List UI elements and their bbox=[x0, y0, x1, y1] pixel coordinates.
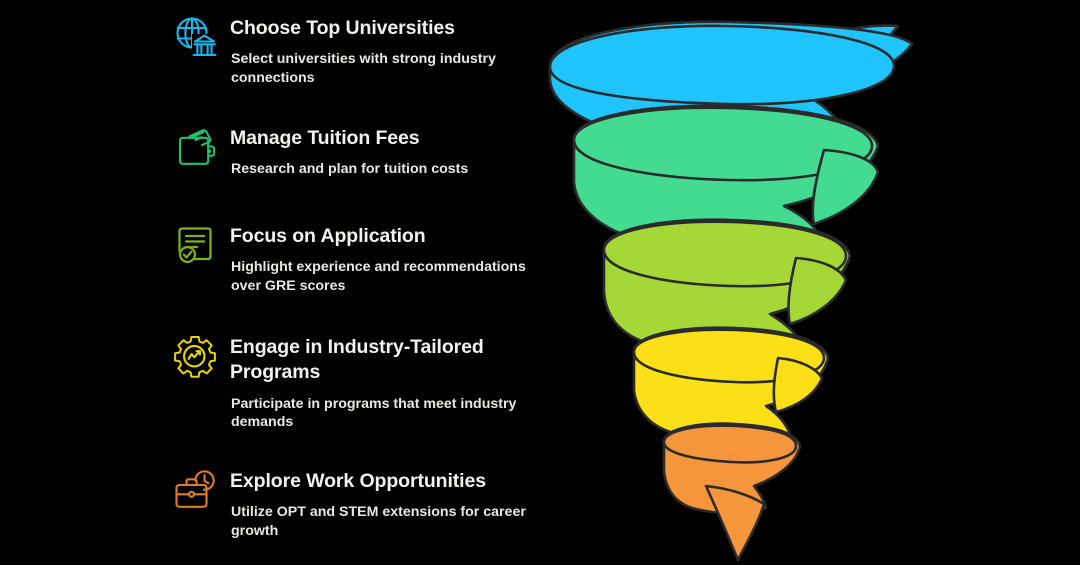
funnel-band-3 bbox=[602, 218, 852, 356]
steps-list: Choose Top Universities Select universit… bbox=[172, 14, 560, 541]
step-title: Manage Tuition Fees bbox=[230, 127, 420, 149]
step-description: Participate in programs that meet indust… bbox=[231, 395, 517, 431]
step-text-block: Focus on Application Highlight experienc… bbox=[230, 222, 541, 296]
step-item-manage-tuition-fees[interactable]: Manage Tuition Fees Research and plan fo… bbox=[172, 124, 468, 179]
funnel-band-2 bbox=[572, 104, 880, 254]
step-item-focus-on-application[interactable]: Focus on Application Highlight experienc… bbox=[172, 222, 541, 296]
document-check-icon bbox=[172, 222, 218, 268]
wallet-money-icon bbox=[172, 124, 218, 170]
gear-trend-icon bbox=[172, 333, 218, 379]
step-item-explore-work-opportunities[interactable]: Explore Work Opportunities Utilize OPT a… bbox=[172, 467, 541, 541]
step-item-choose-top-universities[interactable]: Choose Top Universities Select universit… bbox=[172, 14, 541, 88]
briefcase-clock-icon bbox=[172, 467, 218, 513]
step-title: Focus on Application bbox=[230, 225, 426, 247]
step-text-block: Manage Tuition Fees Research and plan fo… bbox=[230, 124, 468, 179]
step-title: Engage in Industry-Tailored Programs bbox=[230, 336, 484, 384]
step-text-block: Choose Top Universities Select universit… bbox=[230, 14, 541, 88]
step-description: Highlight experience and recommendations… bbox=[231, 259, 526, 295]
step-description: Utilize OPT and STEM extensions for care… bbox=[231, 504, 526, 540]
step-item-engage-industry-tailored-programs[interactable]: Engage in Industry-Tailored Programs Par… bbox=[172, 333, 560, 432]
step-description: Select universities with strong industry… bbox=[231, 51, 496, 87]
step-title: Explore Work Opportunities bbox=[230, 470, 486, 492]
funnel-band-5 bbox=[662, 422, 802, 562]
spiral-funnel-graphic bbox=[528, 0, 1080, 565]
globe-university-icon bbox=[172, 14, 218, 60]
step-title: Choose Top Universities bbox=[230, 17, 455, 39]
step-description: Research and plan for tuition costs bbox=[231, 161, 469, 178]
step-text-block: Engage in Industry-Tailored Programs Par… bbox=[230, 333, 560, 432]
step-text-block: Explore Work Opportunities Utilize OPT a… bbox=[230, 467, 541, 541]
